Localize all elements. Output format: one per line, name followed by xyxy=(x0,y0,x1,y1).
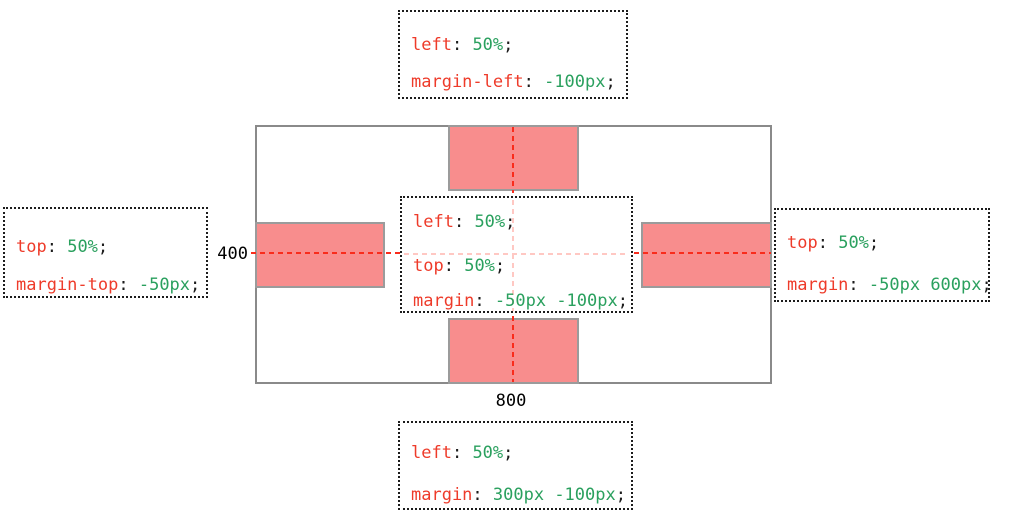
code-line: top: 50%; xyxy=(413,258,505,275)
code-line: top: 50%; xyxy=(787,235,879,252)
code-line: margin: -50px -100px; xyxy=(413,293,628,310)
code-line: margin-top: -50px; xyxy=(16,277,200,294)
centerline-vertical-bottom xyxy=(512,316,514,382)
css-property: margin xyxy=(411,485,473,505)
container-width-label: 800 xyxy=(495,391,527,411)
css-value: 50% xyxy=(464,256,495,276)
css-property: left xyxy=(411,443,452,463)
css-semicolon: ; xyxy=(615,485,626,505)
css-semicolon: ; xyxy=(494,256,506,276)
css-semicolon: ; xyxy=(981,275,992,295)
css-semicolon: ; xyxy=(617,291,628,311)
css-colon: : xyxy=(817,233,839,253)
css-semicolon: ; xyxy=(868,233,880,253)
css-colon: : xyxy=(451,35,473,55)
code-line: margin: -50px 600px; xyxy=(787,277,992,294)
css-colon: : xyxy=(118,275,139,295)
css-note-bottom: left: 50%; margin: 300px -100px; xyxy=(398,421,633,510)
css-property: top xyxy=(16,237,47,257)
css-property: margin-top xyxy=(16,275,119,295)
css-property: left xyxy=(411,35,452,55)
css-semicolon: ; xyxy=(503,443,514,463)
code-line: top: 50%; xyxy=(16,239,108,256)
css-semicolon: ; xyxy=(97,237,109,257)
css-property: top xyxy=(413,256,444,276)
css-property: margin-left xyxy=(411,72,524,92)
css-colon: : xyxy=(474,291,495,311)
positioned-box-left xyxy=(255,222,385,288)
css-value: -100px xyxy=(544,72,606,92)
css-semicolon: ; xyxy=(503,35,514,55)
code-line: margin: 300px -100px; xyxy=(411,487,626,504)
css-value: -50px -100px xyxy=(494,291,618,311)
css-colon: : xyxy=(443,256,465,276)
css-value: 50% xyxy=(474,212,506,232)
positioned-box-right xyxy=(641,222,772,288)
css-colon: : xyxy=(451,443,473,463)
css-colon: : xyxy=(472,485,493,505)
code-line: left: 50%; xyxy=(411,37,513,54)
css-note-right: top: 50%; margin: -50px 600px; xyxy=(774,208,992,302)
css-semicolon: ; xyxy=(505,212,516,232)
css-value: -50px 600px xyxy=(868,275,982,295)
css-note-left: top: 50%; margin-top: -50px; xyxy=(3,207,208,298)
centerline-vertical-faint xyxy=(512,200,514,311)
css-property: left xyxy=(413,212,454,232)
css-value: 50% xyxy=(472,443,504,463)
centerline-horizontal-right xyxy=(634,252,771,254)
css-property: top xyxy=(787,233,818,253)
css-property: margin xyxy=(413,291,475,311)
css-value: 50% xyxy=(472,35,504,55)
css-semicolon: ; xyxy=(605,72,616,92)
css-colon: : xyxy=(453,212,475,232)
css-semicolon: ; xyxy=(190,275,201,295)
css-value: -50px xyxy=(138,275,191,295)
css-note-center: left: 50%; top: 50%; margin: -50px -100p… xyxy=(400,196,633,313)
css-note-top: left: 50%; margin-left: -100px; xyxy=(398,10,628,99)
css-property: margin xyxy=(787,275,849,295)
centerline-vertical-top xyxy=(512,127,514,193)
centerline-horizontal-faint xyxy=(404,253,629,255)
code-line: left: 50%; xyxy=(413,214,515,231)
css-value: 50% xyxy=(67,237,98,257)
code-line: margin-left: -100px; xyxy=(411,74,616,91)
code-line: left: 50%; xyxy=(411,445,513,462)
css-value: 300px -100px xyxy=(492,485,616,505)
container-height-label: 400 xyxy=(217,244,248,264)
css-colon: : xyxy=(523,72,545,92)
css-colon: : xyxy=(46,237,68,257)
css-value: 50% xyxy=(838,233,869,253)
centerline-horizontal-left xyxy=(251,252,400,254)
css-colon: : xyxy=(848,275,869,295)
